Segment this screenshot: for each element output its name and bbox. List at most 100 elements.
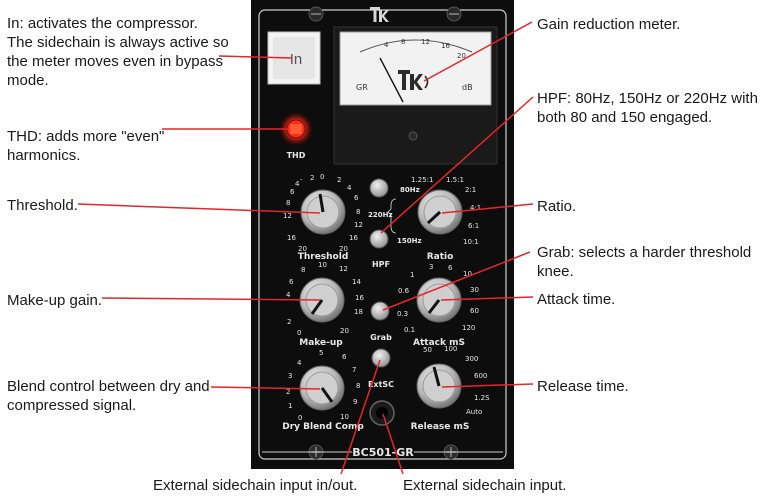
threshold-tick: 2 [337, 176, 341, 184]
attack-tick: 60 [470, 307, 479, 315]
makeup-tick: 12 [339, 265, 348, 273]
callout-ratio: Ratio. [537, 198, 577, 215]
threshold-tick: 4 [347, 184, 352, 192]
in-button-label: In [290, 51, 303, 68]
callout-thd: THD: adds more "even"harmonics. [7, 128, 165, 164]
blend-tick: 2 [286, 388, 290, 396]
blend-scale: 0 1 2 3 4 5 6 7 8 9 10 [286, 349, 360, 422]
extsc-label: ExtSC [368, 380, 394, 389]
release-knob[interactable] [416, 363, 462, 409]
meter-scale-20: 20 [457, 52, 466, 60]
blend-tick: 7 [352, 366, 356, 374]
hpf-80-label: 80Hz [400, 186, 420, 194]
release-tick: 100 [444, 345, 457, 353]
blend-tick: 4 [297, 359, 302, 367]
line-hpf [380, 96, 534, 234]
meter-gr-label: GR [356, 83, 368, 92]
threshold-tick: 6 [290, 188, 295, 196]
grab-label: Grab [370, 333, 392, 342]
callout-gr-meter: Gain reduction meter. [537, 16, 681, 33]
line-threshold [77, 203, 321, 214]
ratio-scale: 1.25:1 1.5:1 2:1 4:1 6:1 10:1 [411, 176, 481, 246]
hpf-80-button[interactable] [369, 178, 389, 198]
panel-border [258, 9, 507, 460]
threshold-tick: 0 [320, 173, 324, 181]
threshold-tick: 12 [283, 212, 292, 220]
threshold-knob[interactable] [300, 189, 346, 235]
ratio-tick: 1.5:1 [446, 176, 464, 184]
attack-tick: 0.3 [397, 310, 408, 318]
line-gr-meter [423, 21, 533, 82]
blend-label: Dry Blend Comp [282, 422, 364, 432]
attack-tick: 30 [470, 286, 479, 294]
release-tick: 50 [423, 346, 432, 354]
meter-screw [408, 131, 418, 141]
ratio-tick: 1.25:1 [411, 176, 433, 184]
blend-knob[interactable] [299, 365, 345, 411]
line-extsc-input [382, 413, 404, 475]
ratio-tick: 4:1 [470, 204, 481, 212]
makeup-tick: 6 [289, 278, 294, 286]
makeup-tick: 0 [297, 329, 301, 337]
callout-extsc-input: External sidechain input. [403, 477, 567, 494]
hpf-150-label: 150Hz [397, 237, 422, 245]
attack-tick: 6 [448, 264, 453, 272]
blend-tick: 9 [353, 398, 357, 406]
ratio-knob[interactable] [417, 189, 463, 235]
brand-logo [370, 7, 389, 22]
callout-makeup: Make-up gain. [7, 292, 103, 309]
line-grab [382, 251, 531, 311]
gain-reduction-meter: 4 8 12 16 20 GR dB [333, 26, 498, 165]
release-tick: 1.2S [474, 394, 490, 402]
attack-tick: 0.6 [398, 287, 410, 295]
threshold-tick: 16 [287, 234, 296, 242]
attack-tick: 1 [410, 271, 414, 279]
hpf-220-label: 220Hz [368, 211, 393, 219]
release-tick: 300 [465, 355, 478, 363]
extsc-button[interactable] [371, 348, 391, 368]
line-blend [210, 386, 321, 390]
screw-top-left [308, 6, 324, 22]
callout-lines [77, 21, 534, 475]
meter-scale-8: 8 [401, 38, 405, 46]
threshold-label: Threshold [298, 252, 349, 262]
hpf-label: HPF [372, 260, 390, 269]
threshold-tick: 8 [356, 208, 360, 216]
attack-tick: 3 [429, 263, 433, 271]
grab-button[interactable] [370, 301, 390, 321]
callout-release: Release time. [537, 378, 629, 395]
ratio-tick: 2:1 [465, 186, 476, 194]
attack-tick: 0.1 [404, 326, 415, 334]
ratio-tick: 10:1 [463, 238, 479, 246]
threshold-tick: 2 [310, 174, 314, 182]
callout-extsc-inout: External sidechain input in/out. [153, 477, 358, 494]
release-tick: 600 [474, 372, 487, 380]
threshold-scale: - 0 2 4 6 8 12 16 20 20 16 12 8 6 4 2 [283, 173, 363, 253]
makeup-tick: 2 [287, 318, 291, 326]
blend-tick: 10 [340, 413, 349, 421]
line-extsc-inout [340, 359, 381, 475]
attack-knob[interactable] [416, 277, 462, 323]
hpf-150-button[interactable] [369, 229, 389, 249]
attack-tick: 120 [462, 324, 475, 332]
callout-in: In: activates the compressor.The sidecha… [7, 15, 229, 89]
ratio-label: Ratio [427, 252, 454, 262]
extsc-jack[interactable] [369, 400, 395, 426]
callout-threshold: Threshold. [7, 197, 78, 214]
meter-scale-4: 4 [384, 41, 389, 49]
makeup-tick: 14 [352, 278, 361, 286]
threshold-tick: 6 [354, 194, 359, 202]
makeup-scale: 2 4 6 8 10 12 14 16 18 20 0 [286, 261, 364, 337]
makeup-tick: 8 [301, 266, 305, 274]
model-name: BC501-GR [352, 446, 414, 459]
makeup-tick: 10 [318, 261, 327, 269]
release-scale: 50 100 300 600 1.2S Auto [423, 345, 490, 416]
meter-needle [379, 57, 404, 103]
line-in [218, 55, 293, 59]
meter-db-label: dB [462, 83, 473, 92]
blend-tick: 8 [356, 382, 360, 390]
